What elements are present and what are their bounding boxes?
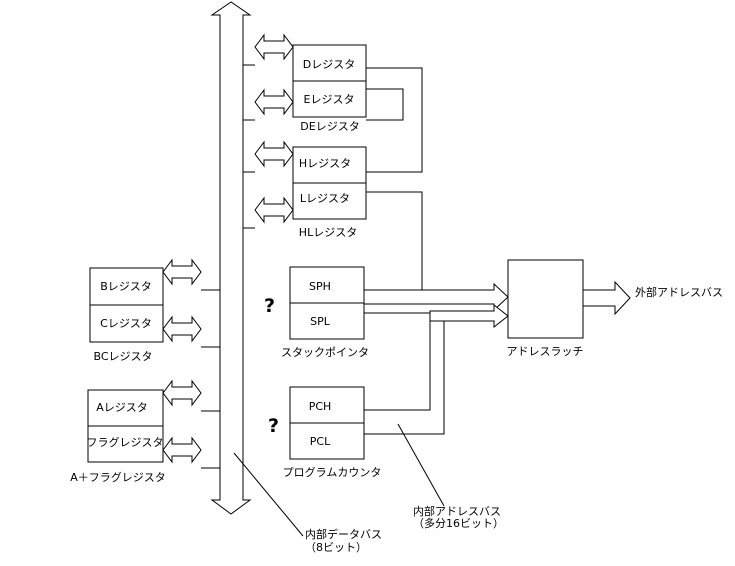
- program-counter: PCH PCL プログラムカウンタ ?: [268, 386, 382, 479]
- l-register-bus-arrow: [243, 196, 294, 229]
- a-register-bus-arrow: [162, 379, 220, 412]
- internal-address-bus-leader: [397, 423, 445, 507]
- internal-address-bus-note: （多分16ビット）: [413, 516, 504, 530]
- c-register: [89, 304, 164, 343]
- bus-connections-right: [243, 33, 294, 229]
- e-register-bus-arrow: [243, 88, 294, 121]
- de-register-caption: DEレジスタ: [300, 120, 359, 133]
- e-register: [292, 80, 367, 118]
- bus-connections-left: [162, 258, 220, 469]
- a-register-label: Aレジスタ: [96, 401, 148, 414]
- l-register: [292, 182, 367, 220]
- spl-label: SPL: [310, 315, 331, 328]
- internal-address-bus-lines: [364, 67, 445, 435]
- d-register-label: Dレジスタ: [303, 58, 355, 71]
- de-register-pair: Dレジスタ Eレジスタ DEレジスタ: [292, 44, 367, 133]
- external-address-bus-label: 外部アドレスバス: [635, 285, 723, 299]
- af-register-pair: Aレジスタ フラグレジスタ A＋フラグレジスタ: [70, 389, 166, 484]
- pcl-label: PCL: [310, 435, 331, 448]
- flag-register-bus-arrow: [162, 436, 220, 469]
- stack-pointer-caption: スタックポインタ: [281, 346, 369, 359]
- internal-address-bus-label: 内部アドレスバス: [413, 504, 501, 518]
- pch-label: PCH: [309, 400, 332, 413]
- stack-pointer-question-mark: ?: [264, 295, 275, 317]
- d-register: [292, 44, 367, 82]
- bc-register-pair: Bレジスタ Cレジスタ BCレジスタ: [89, 267, 164, 363]
- internal-data-bus-note: （8ビット）: [305, 541, 367, 554]
- c-register-label: Cレジスタ: [100, 317, 152, 330]
- address-latch-caption: アドレスラッチ: [507, 345, 584, 358]
- hl-register-caption: HLレジスタ: [299, 226, 357, 239]
- external-address-bus-arrow: [582, 280, 631, 316]
- bc-register-caption: BCレジスタ: [93, 350, 152, 363]
- b-register-label: Bレジスタ: [100, 280, 152, 293]
- pcl-register: [289, 422, 365, 460]
- c-register-bus-arrow: [162, 315, 220, 348]
- internal-data-bus-label: 内部データバス: [305, 527, 382, 541]
- sph-label: SPH: [309, 280, 331, 293]
- stack-pointer: SPH SPL スタックポインタ ?: [264, 266, 369, 359]
- l-register-label: Lレジスタ: [300, 192, 350, 205]
- e-register-label: Eレジスタ: [304, 93, 355, 106]
- address-latch-box: [507, 259, 584, 339]
- spl-register: [289, 302, 365, 340]
- b-register-bus-arrow: [162, 258, 220, 291]
- internal-data-bus-leader: [233, 452, 304, 537]
- af-register-caption: A＋フラグレジスタ: [70, 470, 166, 484]
- a-register: [87, 389, 164, 427]
- address-latch: アドレスラッチ: [507, 259, 584, 358]
- flag-register: [87, 425, 164, 463]
- flag-register-label: フラグレジスタ: [87, 435, 164, 449]
- internal-address-bus-arrow-lower: [429, 303, 509, 329]
- program-counter-question-mark: ?: [268, 415, 279, 437]
- h-register-bus-arrow: [243, 140, 294, 173]
- hl-register-pair: Hレジスタ Lレジスタ HLレジスタ: [292, 146, 367, 239]
- internal-address-bus-arrow: [363, 282, 509, 312]
- h-register: [292, 146, 367, 184]
- h-register-label: Hレジスタ: [299, 157, 351, 170]
- internal-data-bus-arrow: [210, 1, 252, 515]
- d-register-bus-arrow: [243, 33, 294, 66]
- program-counter-caption: プログラムカウンタ: [283, 465, 382, 479]
